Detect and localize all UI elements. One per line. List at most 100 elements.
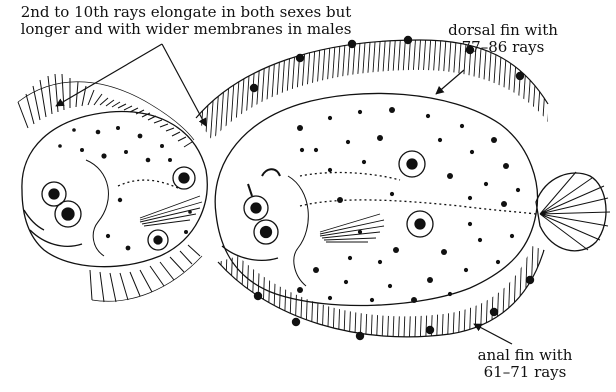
elongation-annotation-line-2: longer and with wider membranes in males <box>6 21 366 38</box>
anal-fin-ray <box>458 240 462 350</box>
anal-fin-ray <box>338 240 342 350</box>
anal-fin-ray <box>387 240 391 350</box>
body-spot <box>491 137 497 143</box>
dorsal-fin-ray <box>546 60 552 150</box>
dorsal-fin-ray <box>310 26 316 116</box>
dorsal-fin-ray <box>416 23 422 113</box>
anal-fin-ray <box>294 240 298 350</box>
anal-fin-ray <box>311 240 315 350</box>
dorsal-fin-ray <box>421 24 427 114</box>
elongation-annotation-line-1: 2nd to 10th rays elongate in both sexes … <box>6 4 366 21</box>
fish-left-spots <box>58 126 192 250</box>
dorsal-fin-ray <box>225 51 231 141</box>
anal-fin-annotation: anal fin with 61–71 rays <box>450 347 600 381</box>
anal-fin-ray <box>327 240 331 350</box>
anal-fin-ray <box>305 240 309 350</box>
dorsal-fin-ray <box>381 20 387 110</box>
anal-fin-ray <box>502 240 506 350</box>
body-spot <box>470 150 474 154</box>
dorsal-fin-ray <box>516 49 522 139</box>
fin-spot <box>426 326 434 334</box>
body-spot <box>297 125 303 131</box>
body-spot <box>438 138 442 142</box>
body-spot <box>328 116 332 120</box>
dorsal-fin-ray <box>521 51 527 141</box>
anal-fin-ray <box>529 240 533 350</box>
fish-right-body <box>215 93 537 305</box>
fin-spot <box>250 84 258 92</box>
body-spot <box>300 148 304 152</box>
anal-fin-ray <box>382 240 386 350</box>
anal-fin-ray <box>496 240 500 350</box>
body-spot <box>388 284 392 288</box>
anal-fin-ray <box>436 240 440 350</box>
fin-spot <box>526 276 534 284</box>
dorsal-fin-ray <box>235 47 241 137</box>
body-spot <box>297 287 303 293</box>
body-spot <box>496 260 500 264</box>
anal-fin-ray <box>420 240 424 350</box>
arrow-to-dorsal-edge <box>436 70 464 94</box>
body-spot <box>448 292 452 296</box>
anal-fin-ray <box>480 240 484 350</box>
anal-fin-ray <box>507 240 511 350</box>
body-spot <box>389 107 395 113</box>
body-spot <box>503 163 509 169</box>
dorsal-fin-ray <box>526 53 532 143</box>
body-spot <box>427 277 433 283</box>
dorsal-fin-ray <box>506 46 512 136</box>
fin-spot <box>516 72 524 80</box>
dorsal-fin-ray <box>411 22 417 112</box>
dorsal-fin-ray <box>265 38 271 128</box>
body-spot <box>370 298 374 302</box>
body-spot <box>377 135 383 141</box>
anal-fin-ray <box>365 240 369 350</box>
arrow-to-anal-edge <box>474 324 512 344</box>
dorsal-fin-ray <box>365 20 371 110</box>
dorsal-fin-ray <box>270 36 276 126</box>
fin-spot <box>490 308 498 316</box>
anal-fin-ray <box>322 240 326 350</box>
body-spot <box>328 296 332 300</box>
anal-fin-ray <box>283 240 287 350</box>
annotation-arrows <box>56 44 512 344</box>
anal-fin-ray <box>218 240 222 350</box>
fish-right-caudal-fin <box>536 172 610 251</box>
dorsal-fin-annotation-line-2: 77–86 rays <box>428 39 578 56</box>
dorsal-fin-ray <box>406 22 412 112</box>
dorsal-fin-annotation: dorsal fin with 77–86 rays <box>428 22 578 56</box>
dorsal-fin-ray <box>315 25 321 115</box>
anal-fin-ray <box>409 240 413 350</box>
anal-fin-ray <box>475 240 479 350</box>
body-spot <box>358 110 362 114</box>
anal-fin-ray <box>344 240 348 350</box>
body-spot <box>348 256 352 260</box>
anal-fin-ray <box>469 240 473 350</box>
body-spot <box>362 160 366 164</box>
body-spot <box>314 148 318 152</box>
dorsal-fin-ray <box>370 20 376 110</box>
anal-fin-ray <box>393 240 397 350</box>
fin-spot <box>296 54 304 62</box>
body-spot <box>390 192 394 196</box>
dorsal-fin-annotation-line-1: dorsal fin with <box>428 22 578 39</box>
body-spot <box>447 173 453 179</box>
dorsal-fin-ray <box>396 21 402 111</box>
anal-fin-ray <box>289 240 293 350</box>
body-spot <box>516 188 520 192</box>
anal-fin-ray <box>267 240 271 350</box>
body-spot <box>501 201 507 207</box>
anal-fin-ray <box>300 240 304 350</box>
body-spot <box>484 182 488 186</box>
body-spot <box>358 230 362 234</box>
anal-fin-annotation-line-1: anal fin with <box>450 347 600 364</box>
elongation-annotation: 2nd to 10th rays elongate in both sexes … <box>6 4 366 38</box>
anal-fin-ray <box>485 240 489 350</box>
dorsal-fin-ray <box>391 21 397 111</box>
anal-fin-ray <box>464 240 468 350</box>
body-spot <box>411 297 417 303</box>
anal-fin-ray <box>524 240 528 350</box>
dorsal-fin-ray <box>230 49 236 139</box>
